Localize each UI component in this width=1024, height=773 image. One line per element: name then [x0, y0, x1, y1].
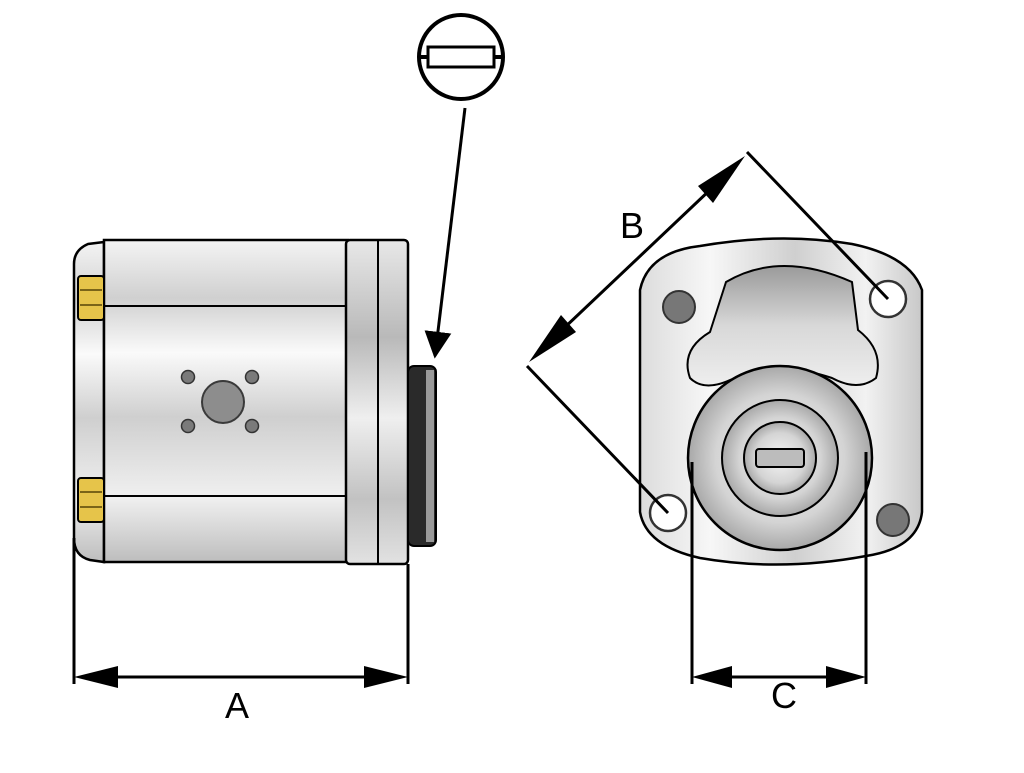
dimension-b: [525, 150, 890, 515]
pump-front-view: [638, 237, 924, 566]
port-bolt-hole: [244, 369, 260, 385]
bolt-head-bottom: [77, 477, 105, 523]
bolt-head-top: [77, 275, 105, 321]
mounting-hole-filled: [662, 290, 696, 324]
dimension-a-label: A: [225, 685, 249, 726]
mounting-hole-filled: [876, 503, 910, 537]
port-bolt-hole: [180, 369, 196, 385]
port-bolt-hole: [180, 418, 196, 434]
callout-leader: [424, 107, 467, 359]
slotted-shaft-key-icon: [417, 13, 505, 101]
dimension-a: [72, 538, 410, 688]
dimension-c-label: C: [771, 675, 797, 716]
inlet-pocket: [686, 265, 879, 387]
dimension-c: [690, 452, 868, 688]
port-hole: [201, 380, 245, 424]
port-bolt-hole: [244, 418, 260, 434]
dimension-b-label: B: [620, 205, 644, 246]
pump-side-view: [72, 238, 437, 566]
shaft-key-slot: [755, 448, 805, 468]
